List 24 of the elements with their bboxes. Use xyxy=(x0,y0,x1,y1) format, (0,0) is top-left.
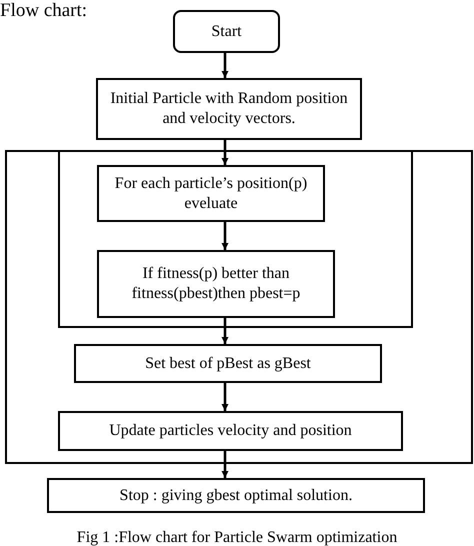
arrow xyxy=(222,383,228,411)
process-box xyxy=(96,78,362,140)
process-box xyxy=(58,411,403,451)
loop-box xyxy=(5,150,473,464)
node-text: Stop : giving gbest optimal solution. xyxy=(120,486,352,506)
process-box xyxy=(97,165,325,222)
process-box xyxy=(97,250,335,318)
arrow xyxy=(222,222,228,250)
title: Flow chart: xyxy=(0,0,88,23)
caption: Fig 1 :Flow chart for Particle Swarm optimization xyxy=(76,528,398,546)
node-text: Set best of pBest as gBest xyxy=(145,354,311,374)
process-box xyxy=(74,344,382,383)
node-text: Start xyxy=(211,22,242,42)
arrow xyxy=(222,451,228,478)
terminal-box xyxy=(173,10,280,53)
arrow xyxy=(222,318,228,344)
node-text: Initial Particle with Random position and velocity vectors. xyxy=(109,89,349,129)
node-text: For each particle’s position(p) eveluate xyxy=(114,174,308,214)
arrow xyxy=(222,140,228,165)
node-text: If fitness(p) better than fitness(pbest)then pbest=p xyxy=(130,264,302,304)
loop-box xyxy=(58,150,413,328)
process-box xyxy=(47,478,425,513)
arrow xyxy=(222,53,228,78)
node-text: Update particles velocity and position xyxy=(109,421,352,441)
